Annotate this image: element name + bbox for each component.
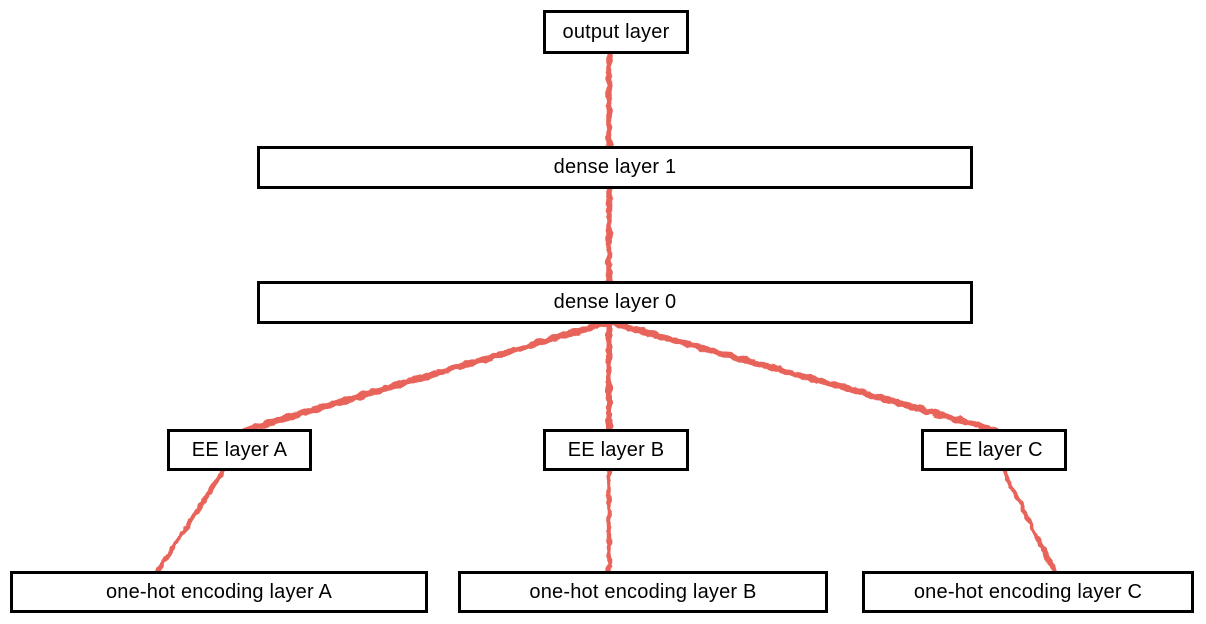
node-onehot-encoding-layer-c-label: one-hot encoding layer C	[913, 580, 1143, 603]
edge-dense0-ee-a	[242, 318, 613, 434]
node-dense-layer-0: dense layer 0	[257, 281, 973, 324]
node-ee-layer-c-label: EE layer C	[945, 438, 1043, 461]
node-onehot-encoding-layer-a: one-hot encoding layer A	[10, 571, 428, 613]
node-onehot-encoding-layer-b-label: one-hot encoding layer B	[529, 580, 757, 603]
edges-group	[154, 52, 1058, 575]
node-dense-layer-1: dense layer 1	[257, 146, 973, 189]
node-ee-layer-a: EE layer A	[167, 429, 312, 471]
node-output-layer: output layer	[543, 10, 689, 54]
node-ee-layer-b: EE layer B	[543, 429, 689, 471]
edge-ee-a-onehot-a	[154, 467, 227, 575]
node-onehot-encoding-layer-c: one-hot encoding layer C	[862, 571, 1194, 613]
node-onehot-encoding-layer-b: one-hot encoding layer B	[458, 571, 828, 613]
edge-ee-c-onehot-c	[1001, 469, 1058, 575]
node-dense-layer-0-label: dense layer 0	[553, 291, 677, 313]
edge-dense0-ee-c	[605, 318, 999, 434]
node-onehot-encoding-layer-a-label: one-hot encoding layer A	[105, 580, 333, 603]
node-ee-layer-c: EE layer C	[921, 429, 1067, 471]
node-dense-layer-1-label: dense layer 1	[553, 156, 677, 178]
node-ee-layer-a-label: EE layer A	[191, 438, 288, 461]
node-output-layer-label: output layer	[562, 20, 670, 43]
node-ee-layer-b-label: EE layer B	[567, 438, 665, 461]
